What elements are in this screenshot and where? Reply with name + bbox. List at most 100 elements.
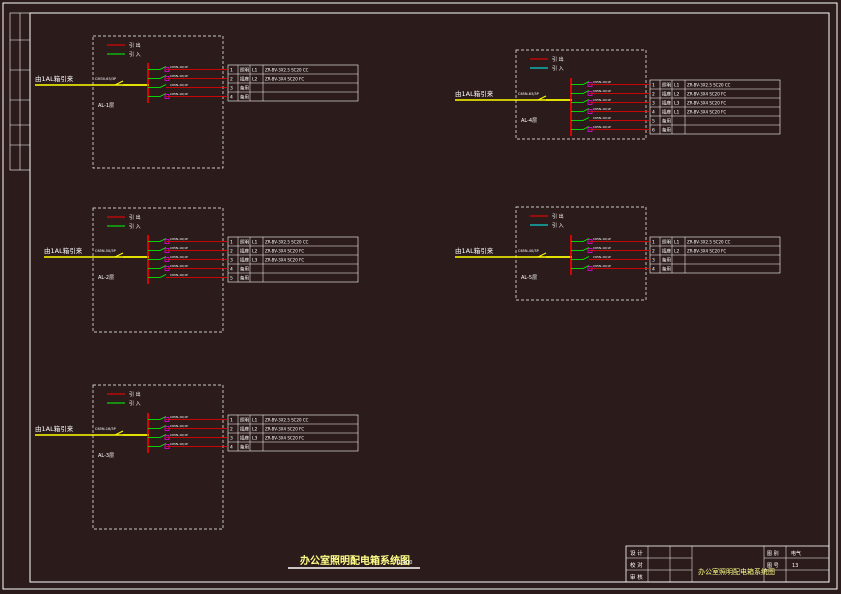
branch-breaker-label: C65N-16/1P: [170, 424, 188, 428]
legend-label-in: 引 入: [129, 51, 141, 58]
branch-circuit: C65N-16/1P: [148, 246, 228, 253]
row-phase: L3: [252, 258, 258, 264]
row-cable: ZR-BV-3X4 SC20 FC: [265, 249, 304, 254]
row-cable: ZR-BV-3X2.5 SC20 CC: [687, 240, 731, 245]
row-cable: ZR-BV-3X4 SC20 FC: [265, 436, 304, 441]
row-number: 4: [230, 95, 233, 101]
panel-box-label: AL-3层: [98, 453, 114, 459]
row-use: 插座: [662, 100, 671, 107]
panel-enclosure: [92, 207, 224, 333]
branch-breaker-label: C65N-16/1P: [593, 80, 611, 84]
main-breaker-symbol: [114, 430, 124, 436]
branch-breaker-symbol: [159, 425, 167, 429]
branch-breaker-label: C65N-16/1P: [593, 255, 611, 259]
branch-circuit: C65N-16/1P: [571, 107, 650, 114]
row-cable: ZR-BV-3X2.5 SC20 CC: [265, 418, 309, 423]
row-use: 插座: [240, 257, 249, 264]
branch-breaker-label: C65N-16/1P: [593, 89, 611, 93]
branch-breaker-label: C65N-16/1P: [593, 98, 611, 102]
row-use: 备用: [240, 94, 249, 101]
row-phase: L1: [674, 110, 680, 116]
row-cable: ZR-BV-3X4 SC20 FC: [265, 258, 304, 263]
row-use: 插座: [662, 109, 671, 116]
row-phase: L3: [252, 436, 258, 442]
row-cable: ZR-BV-3X4 SC20 FC: [687, 249, 726, 254]
row-cable: ZR-BV-3X4 SC20 FC: [687, 92, 726, 97]
row-cable: ZR-BV-3X2.5 SC20 CC: [687, 83, 731, 88]
title-block-label-approve: 审 核: [630, 573, 643, 581]
branch-circuit: C65N-16/1P: [571, 264, 650, 271]
legend-label-in: 引 入: [129, 400, 141, 407]
branch-breaker-label: C65N-16/1P: [170, 83, 188, 87]
branch-circuit: C65N-16/1P: [571, 98, 650, 105]
branch-circuit: C65N-16/1P: [571, 125, 650, 132]
title-block-label-design: 设 计: [630, 549, 643, 557]
legend-label-in: 引 入: [129, 223, 141, 230]
row-number: 3: [230, 436, 233, 442]
title-block-field-a-value: 电气: [791, 550, 801, 557]
row-number: 4: [230, 445, 233, 451]
panel-box-label: AL-4层: [521, 118, 537, 124]
row-use: 插座: [240, 426, 249, 433]
branch-breaker-label: C65N-16/1P: [593, 237, 611, 241]
row-number: 2: [230, 249, 233, 255]
row-use: 插座: [240, 435, 249, 442]
branch-breaker-label: C65N-16/1P: [170, 273, 188, 277]
panel-enclosure: [92, 35, 224, 169]
row-use: 备用: [240, 85, 249, 92]
row-number: 2: [652, 92, 655, 98]
panel-box-label: AL-2层: [98, 275, 114, 281]
branch-circuit: C65N-16/1P: [571, 246, 650, 253]
legend-label-out: 引 出: [129, 214, 141, 221]
main-breaker-symbol: [114, 80, 124, 86]
panel-box-label: AL-1层: [98, 103, 114, 109]
branch-breaker-symbol: [582, 247, 590, 251]
row-use: 照明: [662, 83, 671, 89]
row-cable: ZR-BV-3X4 SC20 FC: [265, 427, 304, 432]
row-use: 备用: [662, 127, 671, 134]
branch-breaker-symbol: [159, 434, 167, 438]
row-number: 1: [652, 83, 655, 89]
row-use: 照明: [240, 418, 249, 424]
row-phase: L1: [674, 83, 680, 89]
row-number: 5: [652, 119, 655, 125]
row-cable: ZR-BV-3X4 SC20 FC: [265, 77, 304, 82]
row-number: 3: [230, 86, 233, 92]
branch-breaker-symbol: [159, 443, 167, 447]
row-use: 备用: [240, 444, 249, 451]
row-phase: L1: [252, 68, 258, 74]
row-number: 6: [652, 128, 655, 134]
row-number: 4: [652, 267, 655, 273]
branch-breaker-symbol: [159, 247, 167, 251]
main-breaker-label: CM30-63/3P: [95, 77, 116, 81]
feeder-label: 由1AL箱引来: [35, 74, 74, 83]
main-breaker-symbol: [114, 252, 124, 258]
branch-breaker-symbol: [159, 256, 167, 260]
branch-breaker-label: C65N-16/1P: [170, 246, 188, 250]
branch-circuit: C65N-16/1P: [571, 80, 650, 87]
branch-breaker-label: C65N-16/1P: [170, 264, 188, 268]
row-cable: ZR-BV-3X4 SC20 FC: [687, 110, 726, 115]
row-cable: ZR-BV-3X2.5 SC20 CC: [265, 240, 309, 245]
panel-enclosure: [515, 206, 647, 301]
branch-breaker-symbol: [582, 99, 590, 103]
feeder-label: 由1AL箱引来: [455, 89, 494, 98]
branch-breaker-symbol: [159, 84, 167, 88]
branch-breaker-label: C65N-16/1P: [593, 116, 611, 120]
branch-breaker-symbol: [159, 66, 167, 70]
branch-breaker-symbol: [159, 238, 167, 242]
drawing-scale: 1:100: [398, 560, 412, 566]
branch-breaker-label: C65N-16/1P: [170, 433, 188, 437]
branch-circuit: C65N-16/1P: [148, 424, 228, 431]
row-use: 照明: [240, 68, 249, 74]
row-use: 照明: [240, 240, 249, 246]
row-phase: L1: [252, 418, 258, 424]
row-use: 插座: [662, 91, 671, 98]
